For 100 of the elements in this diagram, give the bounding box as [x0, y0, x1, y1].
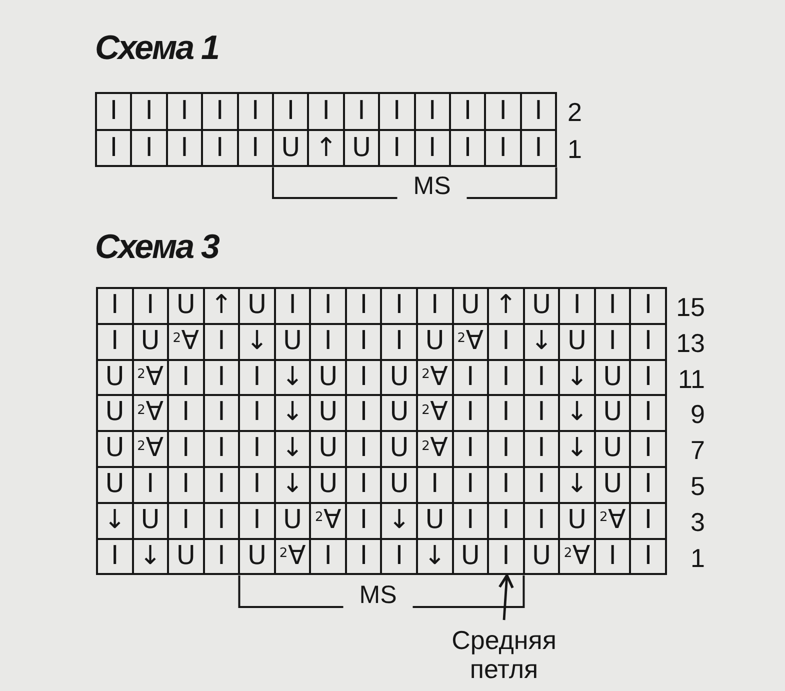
stitch-cell: I [98, 540, 134, 576]
stitch-cell: $^{2}$∀ [454, 324, 490, 361]
row-number: 13 [676, 328, 705, 358]
stitch-cell: I [169, 396, 205, 432]
row-number: 11 [678, 364, 705, 394]
stitch-cell: I [451, 94, 486, 131]
row-number: 5 [690, 470, 705, 501]
stitch-cell: U [98, 468, 134, 504]
stitch-cell: I [489, 360, 525, 396]
stitch-cell: $^{2}$∀ [560, 540, 596, 576]
stitch-cell: U [240, 289, 276, 325]
stitch-cell: I [169, 468, 205, 504]
stitch-cell: I [240, 468, 276, 504]
chart-title: Схема 1 [95, 29, 218, 67]
row-number: 2 [568, 97, 582, 128]
stitch-cell: U [596, 396, 632, 432]
stitch-cell: ↓ [524, 324, 560, 361]
stitch-cell: U [240, 540, 276, 576]
stitch-cell: U [98, 360, 134, 396]
stitch-cell: $^{2}$∀ [596, 504, 632, 540]
stitch-cell: $^{2}$∀ [134, 360, 170, 396]
stitch-cell: I [240, 432, 276, 468]
stitch-cell: ↑ [204, 289, 240, 325]
stitch-cell: I [311, 324, 347, 361]
stitch-cell: I [489, 468, 525, 504]
stitch-cell: U [382, 468, 418, 504]
stitch-cell: U [169, 540, 205, 576]
stitch-cell: U [382, 432, 418, 468]
stitch-cell: I [240, 396, 276, 432]
stitch-cell: I [489, 540, 525, 576]
row-number: 1 [568, 134, 582, 164]
stitch-cell: I [169, 432, 205, 468]
stitch-cell: I [134, 289, 170, 325]
row-number: 15 [676, 292, 705, 322]
stitch-cell: I [382, 289, 418, 325]
stitch-cell: $^{2}$∀ [169, 324, 205, 361]
stitch-cell: ↓ [276, 432, 312, 468]
stitch-cell: U [454, 540, 490, 576]
row-number: 1 [690, 542, 705, 572]
stitch-cell: I [169, 504, 205, 540]
stitch-cell: ↑ [309, 130, 345, 168]
stitch-cell: I [240, 360, 276, 396]
stitch-cell: I [203, 130, 239, 168]
stitch-cell: I [486, 130, 522, 168]
stitch-cell: $^{2}$∀ [134, 432, 170, 468]
stitch-cell: U [134, 504, 170, 540]
stitch-cell: I [454, 504, 490, 540]
stitch-cell: $^{2}$∀ [418, 396, 454, 432]
stitch-cell: I [346, 324, 382, 361]
stitch-cell: I [97, 94, 132, 131]
stitch-cell: I [238, 94, 274, 131]
stitch-cell: I [596, 289, 632, 325]
annotation-text: Средняя петля [452, 620, 556, 684]
stitch-cell: ↑ [489, 289, 525, 325]
stitch-cell: I [204, 468, 240, 504]
chart-title: Схема 3 [95, 228, 218, 266]
stitch-cell: U [382, 396, 418, 432]
stitch-cell: I [346, 504, 382, 540]
stitch-cell: I [489, 432, 525, 468]
stitch-cell: $^{2}$∀ [418, 360, 454, 396]
stitch-cell: I [631, 540, 667, 576]
stitch-cell: I [631, 324, 667, 361]
stitch-cell: I [596, 540, 632, 576]
stitch-cell: $^{2}$∀ [276, 540, 312, 576]
stitch-cell: I [454, 432, 490, 468]
stitch-cell: I [524, 360, 560, 396]
stitch-cell: I [380, 130, 416, 168]
stitch-cell: I [451, 130, 486, 168]
stitch-cell: U [274, 130, 310, 168]
stitch-cell: I [204, 540, 240, 576]
stitch-cell: I [98, 289, 134, 325]
stitch-cell: U [560, 504, 596, 540]
stitch-cell: I [203, 94, 239, 131]
stitch-cell: I [276, 289, 312, 325]
stitch-cell: I [346, 289, 382, 325]
stitch-cell: U [454, 289, 490, 325]
stitch-cell: I [486, 94, 522, 131]
stitch-cell: ↓ [560, 468, 596, 504]
stitch-cell: I [416, 130, 451, 168]
stitch-cell: I [309, 94, 345, 131]
stitch-cell: U [311, 396, 347, 432]
stitch-cell: I [132, 94, 168, 131]
stitch-cell: ↓ [382, 504, 418, 540]
stitch-cell: I [454, 360, 490, 396]
stitch-cell: U [418, 324, 454, 361]
stitch-cell: I [524, 468, 560, 504]
stitch-cell: I [560, 289, 596, 325]
stitch-cell: I [596, 324, 632, 361]
stitch-cell: U [311, 360, 347, 396]
stitch-cell: I [524, 432, 560, 468]
stitch-cell: I [631, 468, 667, 504]
stitch-cell: I [418, 468, 454, 504]
stitch-cell: U [596, 468, 632, 504]
stitch-cell: I [631, 432, 667, 468]
stitch-cell: ↓ [276, 360, 312, 396]
stitch-cell: ↓ [240, 324, 276, 361]
stitch-cell: I [168, 130, 204, 168]
stitch-cell: $^{2}$∀ [134, 396, 170, 432]
stitch-cell: I [522, 130, 558, 168]
stitch-cell: I [97, 130, 132, 168]
